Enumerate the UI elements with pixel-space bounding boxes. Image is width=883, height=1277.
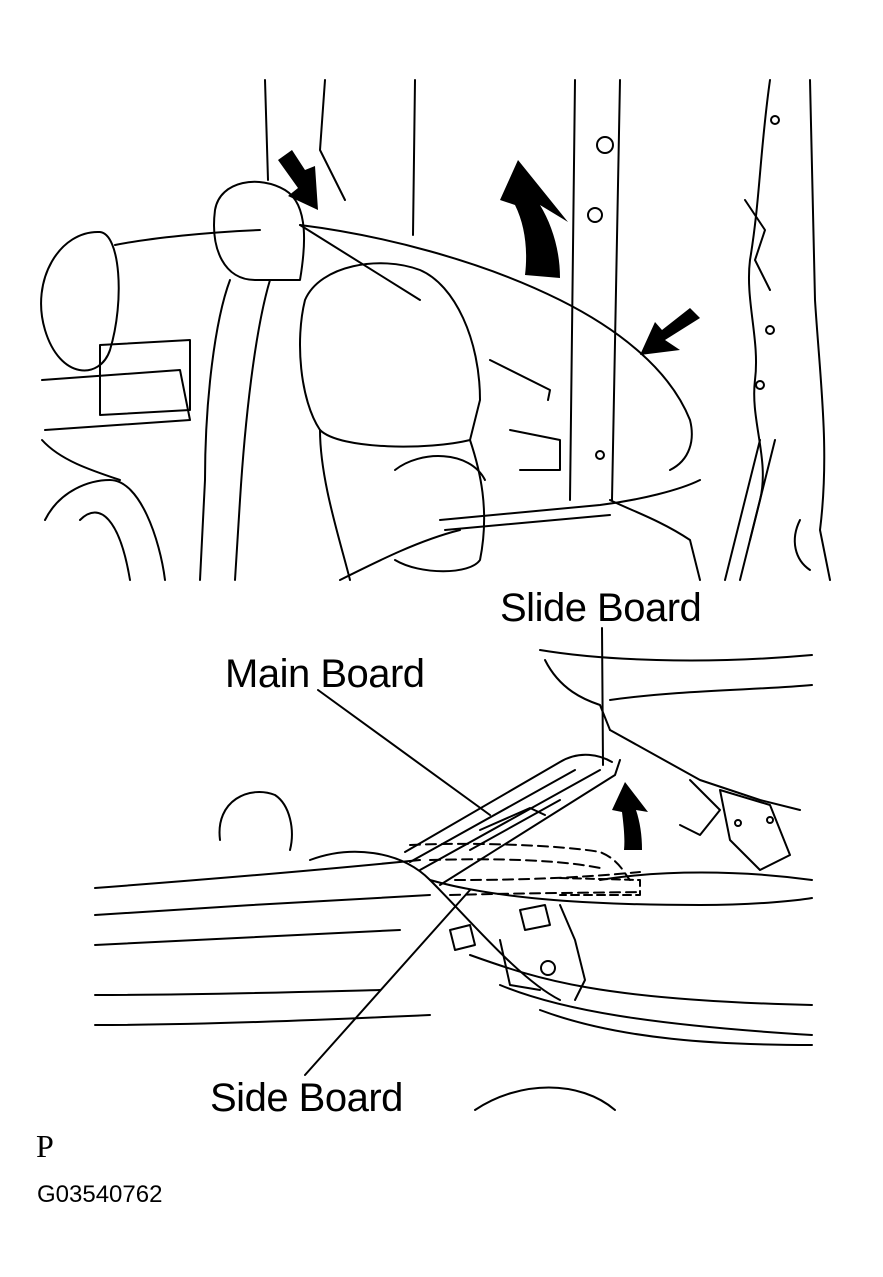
- slide-board-label: Slide Board: [500, 586, 702, 630]
- press-arrow-right-icon: [640, 308, 700, 355]
- lift-arrow-small-icon: [612, 782, 648, 850]
- figure-code: G03540762: [37, 1181, 163, 1208]
- press-arrow-upper-left-icon: [278, 150, 318, 210]
- side-board-label: Side Board: [210, 1076, 403, 1120]
- lift-arrow-up-icon: [500, 160, 568, 278]
- top-illustration: [0, 0, 883, 600]
- page-marker: P: [36, 1128, 54, 1164]
- main-board-label: Main Board: [225, 652, 425, 696]
